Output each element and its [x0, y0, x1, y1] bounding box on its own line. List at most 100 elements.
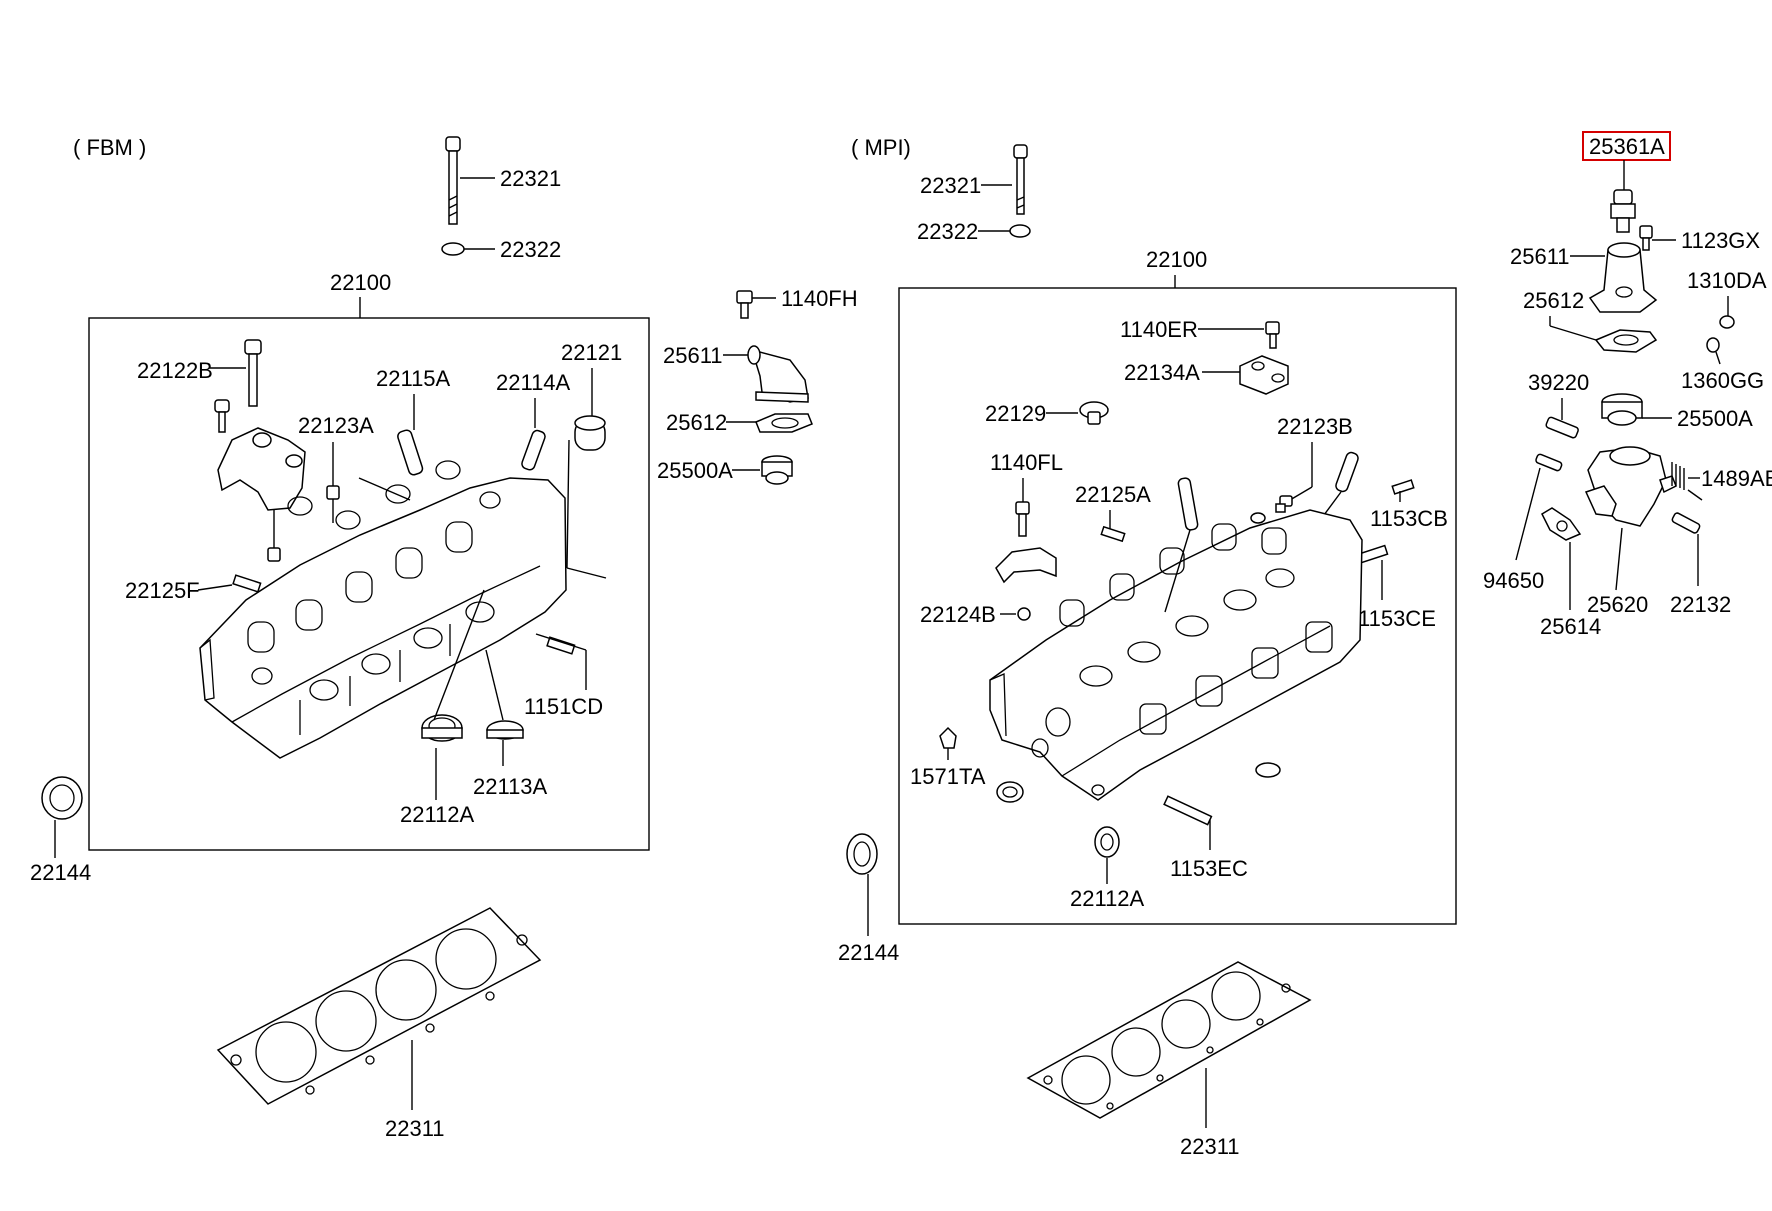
label-22322[interactable]: 22322: [500, 237, 561, 262]
temperature-sender-25361A[interactable]: [1610, 189, 1636, 233]
label-25500A[interactable]: 25500A: [657, 458, 733, 483]
label-1310DA[interactable]: 1310DA: [1687, 268, 1767, 293]
label-22134A[interactable]: 22134A: [1124, 360, 1200, 385]
label-1571TA[interactable]: 1571TA: [910, 764, 986, 789]
label-22124B[interactable]: 22124B: [920, 602, 996, 627]
mpi-washer-22322[interactable]: [1009, 224, 1031, 238]
mpi-pin-1153EC[interactable]: [1163, 795, 1213, 826]
label-25612[interactable]: 25612: [666, 410, 727, 435]
label-22311-mpi[interactable]: 22311: [1180, 1134, 1240, 1159]
label-25611[interactable]: 25611: [663, 343, 723, 368]
gasket-25612[interactable]: [1594, 329, 1658, 353]
mpi-oil-seal-22144[interactable]: [846, 833, 878, 875]
label-22311[interactable]: 22311: [385, 1116, 445, 1141]
fbm-cylinder-head[interactable]: [199, 460, 567, 759]
label-22125A[interactable]: 22125A: [1075, 482, 1151, 507]
fbm-cam-cap[interactable]: [217, 427, 306, 562]
fbm-nut-22123A[interactable]: [326, 485, 340, 500]
nut-1310DA[interactable]: [1719, 315, 1735, 329]
mpi-plug-22129[interactable]: [1079, 401, 1109, 425]
label-94650[interactable]: 94650: [1483, 568, 1544, 593]
label-22115A[interactable]: 22115A: [376, 366, 451, 391]
sensor-small[interactable]: [1535, 453, 1563, 472]
label-25612-right[interactable]: 25612: [1523, 288, 1584, 313]
label-22321[interactable]: 22321: [500, 166, 561, 191]
label-25361A[interactable]: 25361A: [1589, 134, 1665, 159]
label-1153CB[interactable]: 1153CB: [1370, 506, 1448, 531]
fbm-thermostat-25500A[interactable]: [761, 455, 793, 485]
fbm-washer-22322[interactable]: [441, 242, 465, 256]
label-22322-mpi[interactable]: 22322: [917, 219, 978, 244]
mpi-dowel-22124B[interactable]: [1017, 607, 1031, 621]
gasket-25614[interactable]: [1541, 507, 1582, 541]
mpi-bolt-1140FL[interactable]: [1015, 501, 1030, 537]
label-22114A[interactable]: 22114A: [496, 370, 571, 395]
label-22144-mpi[interactable]: 22144: [838, 940, 899, 965]
fbm-gasket-25612[interactable]: [755, 413, 813, 433]
mpi-seal-small[interactable]: [996, 781, 1024, 803]
fbm-bolt-1140FH[interactable]: [736, 290, 753, 319]
label-22100-mpi[interactable]: 22100: [1146, 247, 1207, 272]
mpi-bracket-22134A[interactable]: [1239, 355, 1289, 395]
fbm-water-outlet-25611[interactable]: [747, 345, 809, 403]
mpi-cam-cap[interactable]: [995, 547, 1057, 584]
label-1140ER[interactable]: 1140ER: [1120, 317, 1198, 342]
label-22112A-mpi[interactable]: 22112A: [1070, 886, 1145, 911]
fbm-oil-seal-22144[interactable]: [41, 776, 83, 820]
mpi-seal-22112A[interactable]: [1094, 826, 1120, 858]
label-22125F[interactable]: 22125F: [125, 578, 200, 603]
mpi-sensor-22123B[interactable]: [1335, 451, 1360, 493]
mpi-cap[interactable]: [1255, 762, 1281, 778]
fbm-valve-22114A[interactable]: [521, 429, 547, 471]
fbm-plug-22121[interactable]: [574, 415, 606, 451]
bolt-1489AB[interactable]: [1671, 462, 1685, 490]
thermostat-25500A[interactable]: [1601, 393, 1643, 426]
mpi-head-gasket-22311[interactable]: [1026, 961, 1312, 1119]
sensor-22132[interactable]: [1671, 512, 1701, 534]
fbm-seal-22112A[interactable]: [421, 714, 463, 742]
sensor-39220[interactable]: [1545, 416, 1579, 439]
label-1153CE[interactable]: 1153CE: [1358, 606, 1436, 631]
fbm-lifter-22115A[interactable]: [397, 429, 424, 476]
mpi-bolt-22321[interactable]: [1013, 144, 1028, 215]
fbm-seal-22113A[interactable]: [486, 720, 524, 740]
mpi-plug-1571TA[interactable]: [939, 726, 957, 749]
label-22123A[interactable]: 22123A: [298, 413, 374, 438]
fbm-stud-1151CD[interactable]: [546, 636, 576, 655]
label-22122B[interactable]: 22122B: [137, 358, 213, 383]
label-25500A-right[interactable]: 25500A: [1677, 406, 1753, 431]
thermostat-housing-25620[interactable]: [1584, 446, 1677, 527]
label-22100[interactable]: 22100: [330, 270, 391, 295]
label-39220[interactable]: 39220: [1528, 370, 1589, 395]
label-25614[interactable]: 25614: [1540, 614, 1601, 639]
fbm-bolt-22321[interactable]: [445, 136, 461, 225]
label-22112A[interactable]: 22112A: [400, 802, 475, 827]
water-outlet-25611[interactable]: [1588, 242, 1658, 313]
label-22321-mpi[interactable]: 22321: [920, 173, 981, 198]
fbm-head-gasket-22311[interactable]: [216, 907, 542, 1105]
label-1489AB[interactable]: 1489AB: [1701, 466, 1772, 491]
mpi-pin-22125A[interactable]: [1100, 525, 1126, 543]
label-1123GX[interactable]: 1123GX: [1681, 228, 1760, 253]
washer-1360GG[interactable]: [1706, 337, 1720, 353]
mpi-bolt-1140ER[interactable]: [1265, 321, 1280, 349]
mpi-valve-lifter[interactable]: [1177, 477, 1199, 531]
fbm-stud-22125F[interactable]: [232, 574, 262, 593]
mpi-bolt-22123B[interactable]: [1275, 495, 1293, 513]
mpi-washer[interactable]: [1250, 512, 1266, 524]
label-22129[interactable]: 22129: [985, 401, 1046, 426]
label-1151CD[interactable]: 1151CD: [524, 694, 603, 719]
fbm-bolt-22122B[interactable]: [214, 339, 262, 433]
mpi-cylinder-head[interactable]: [989, 509, 1363, 801]
label-22144[interactable]: 22144: [30, 860, 91, 885]
label-1140FH[interactable]: 1140FH: [781, 286, 858, 311]
label-1153EC[interactable]: 1153EC: [1170, 856, 1248, 881]
bolt-1123GX[interactable]: [1639, 225, 1653, 251]
label-22132[interactable]: 22132: [1670, 592, 1731, 617]
mpi-pin-1153CB[interactable]: [1391, 479, 1415, 495]
label-22123B[interactable]: 22123B: [1277, 414, 1353, 439]
label-22121[interactable]: 22121: [561, 340, 622, 365]
label-1140FL[interactable]: 1140FL: [990, 450, 1063, 475]
label-25620[interactable]: 25620: [1587, 592, 1648, 617]
label-25611-right[interactable]: 25611: [1510, 244, 1570, 269]
